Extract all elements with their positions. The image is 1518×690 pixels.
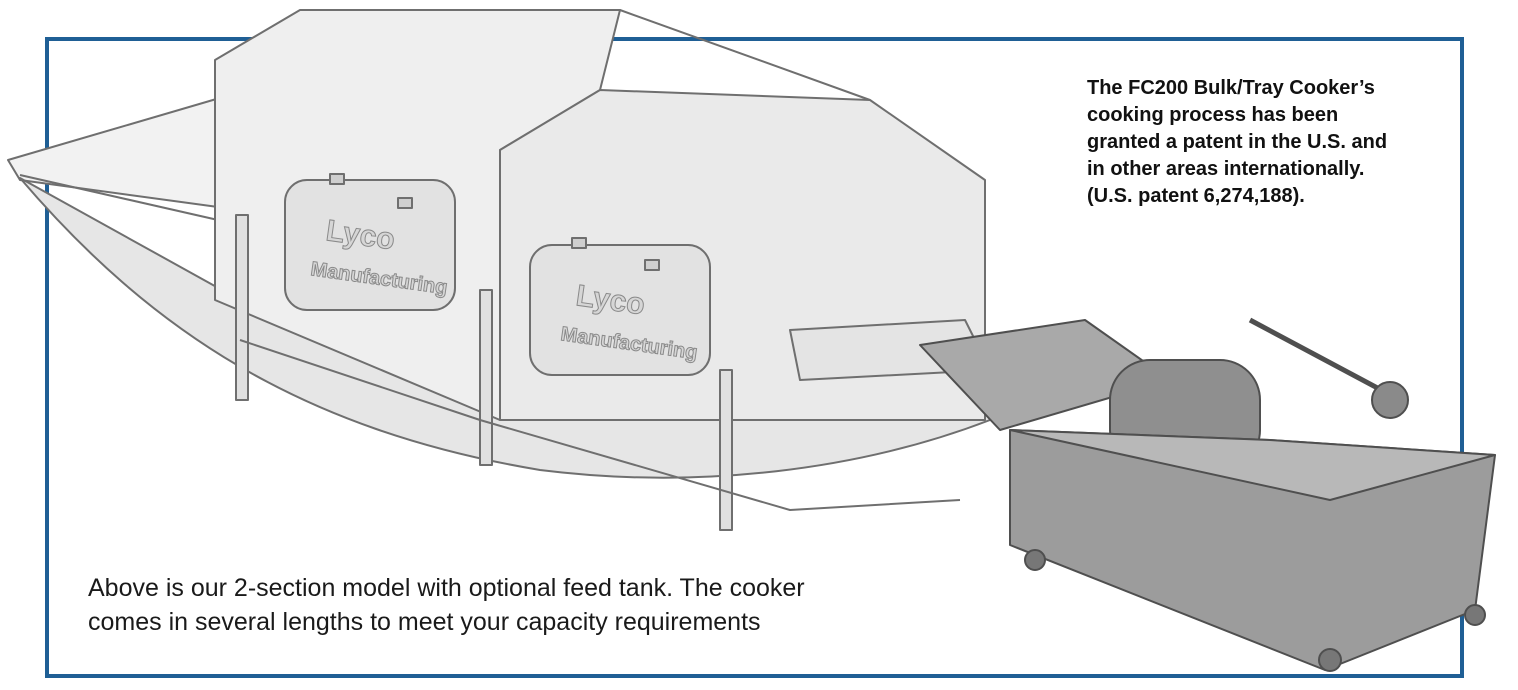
patent-note-line: The FC200 Bulk/Tray Cooker’s bbox=[1087, 77, 1375, 99]
patent-note-line: (U.S. patent 6,274,188). bbox=[1087, 185, 1305, 207]
patent-note-line: cooking process has been bbox=[1087, 104, 1339, 126]
support-leg bbox=[719, 369, 733, 531]
blue-frame bbox=[45, 37, 1464, 678]
cooker-machine bbox=[7, 9, 991, 531]
support-leg bbox=[479, 289, 493, 466]
patent-note: The FC200 Bulk/Tray Cooker’s cooking pro… bbox=[1087, 75, 1457, 210]
infeed-rail bbox=[19, 174, 241, 226]
support-leg bbox=[235, 214, 249, 401]
caption: Above is our 2-section model with option… bbox=[88, 571, 988, 639]
tank-top bbox=[1009, 429, 1496, 501]
lower-frame-rail bbox=[239, 339, 961, 511]
access-door-1 bbox=[284, 179, 456, 311]
feed-tank bbox=[919, 317, 1496, 672]
door-handle bbox=[571, 237, 587, 249]
tank-wheel bbox=[1024, 549, 1046, 571]
patent-note-line: granted a patent in the U.S. and bbox=[1087, 131, 1388, 153]
hood-ridge bbox=[300, 9, 871, 101]
tank-wheel bbox=[1464, 604, 1486, 626]
tank-arm bbox=[1248, 317, 1402, 403]
access-door-2 bbox=[529, 244, 711, 376]
tank-wheel bbox=[1318, 648, 1342, 672]
caption-line: comes in several lengths to meet your ca… bbox=[88, 608, 761, 636]
door-handle bbox=[329, 173, 345, 185]
door-handle bbox=[397, 197, 413, 209]
patent-note-line: in other areas internationally. bbox=[1087, 158, 1365, 180]
caption-line: Above is our 2-section model with option… bbox=[88, 574, 805, 602]
door-handle bbox=[644, 259, 660, 271]
tank-motor bbox=[1371, 381, 1409, 419]
